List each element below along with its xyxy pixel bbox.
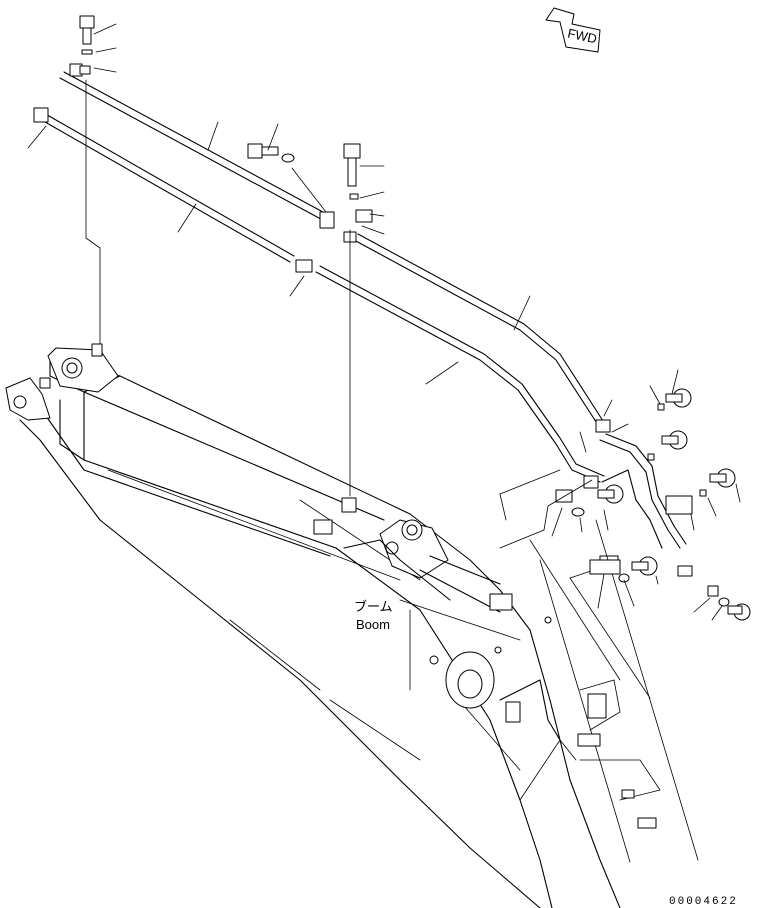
fwd-arrow: FWD: [545, 7, 601, 53]
hose-line-lower: [37, 111, 605, 483]
clamp-6: [355, 209, 373, 223]
bolt-right-2: [647, 430, 688, 461]
boom-foot-bracket: [5, 343, 119, 421]
figure-number: 00004622: [669, 896, 738, 908]
fwd-label: FWD: [566, 26, 598, 47]
boom-label-jp: ブーム: [354, 599, 393, 614]
clamp-3: [319, 211, 335, 229]
clamp-7: [595, 419, 611, 433]
bolt-right-6: [718, 597, 751, 621]
bolt-top-left: [79, 15, 95, 55]
arm-pivot: [429, 616, 657, 829]
clamp-4: [295, 259, 313, 273]
bolt-right-5: [618, 556, 658, 583]
cylinder-pivot: [313, 497, 513, 613]
leader-lines: [27, 23, 741, 621]
bolts: [79, 15, 751, 621]
boom-label-en: Boom: [356, 617, 390, 632]
clamp-2: [33, 107, 49, 123]
clamp-12: [707, 585, 719, 597]
bolt-horizontal: [247, 143, 295, 163]
hose-fittings: [589, 495, 693, 577]
bolt-mid: [343, 143, 361, 200]
clamp-1b: [79, 65, 91, 75]
bolt-right-1: [657, 388, 692, 411]
clamp-8: [583, 475, 599, 489]
boom-body: [19, 353, 661, 908]
hose-line-upper: [59, 71, 606, 429]
bolt-right-3: [699, 468, 736, 497]
bolt-right-4: [571, 484, 624, 517]
hose-right-routing: [599, 433, 687, 549]
